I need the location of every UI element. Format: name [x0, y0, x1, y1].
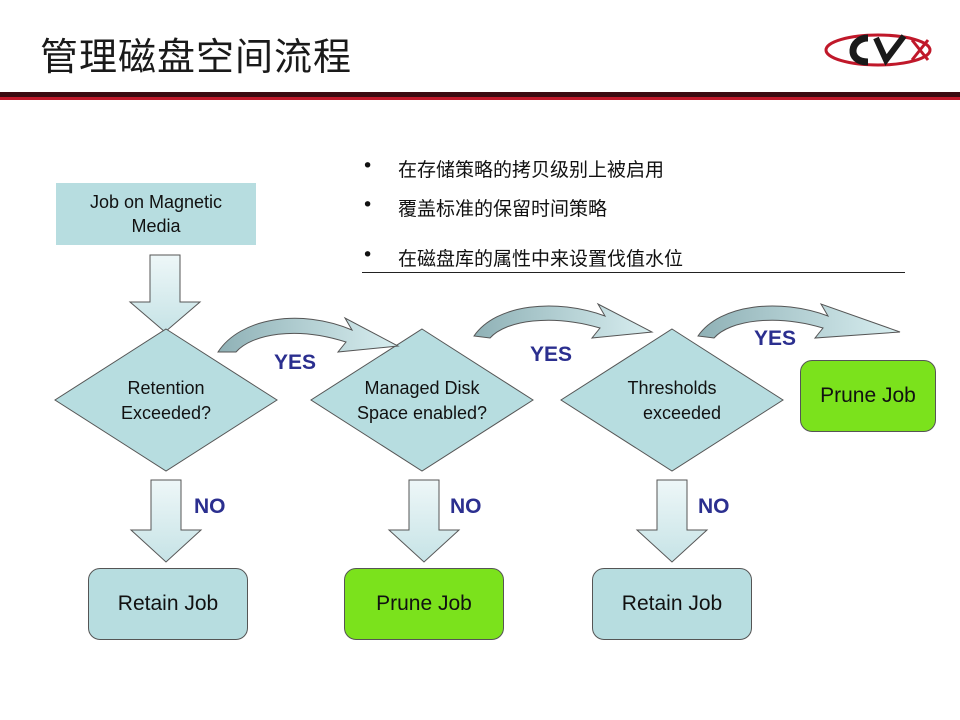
- decision-diamond-managed-disk: [310, 328, 534, 472]
- bullet-text: 覆盖标准的保留时间策略: [398, 198, 608, 220]
- bullet-dot: •: [362, 155, 374, 177]
- final-prune-job: Prune Job: [800, 360, 936, 432]
- bullet-underline: [362, 272, 905, 273]
- yes-label: YES: [530, 343, 573, 366]
- bullet-dot: •: [362, 194, 374, 216]
- curved-yes-arrow: [697, 303, 901, 339]
- start-node-line2: Media: [131, 216, 181, 236]
- no-label: NO: [450, 495, 482, 518]
- yes-label: YES: [274, 351, 317, 374]
- outcome-retain-job: Retain Job: [592, 568, 752, 640]
- decision-label-thresholds: Thresholds exceeded: [597, 376, 747, 426]
- header-accent-bar: [0, 97, 960, 100]
- start-node: Job on Magnetic Media: [56, 183, 256, 245]
- down-arrow: [635, 479, 709, 563]
- slide-title: 管理磁盘空间流程: [40, 35, 353, 79]
- company-logo: [824, 33, 932, 67]
- bullet-dot: •: [362, 244, 374, 266]
- decision-line1: Retention: [127, 378, 205, 398]
- down-arrow: [128, 254, 202, 333]
- decision-line1: Managed Disk: [364, 378, 480, 398]
- curved-yes-arrow: [217, 316, 400, 353]
- decision-label-retention: Retention Exceeded?: [96, 376, 236, 426]
- curved-yes-arrow: [473, 302, 654, 339]
- decision-diamond-thresholds: [560, 328, 784, 472]
- decision-line1: Thresholds: [627, 378, 717, 398]
- start-node-line1: Job on Magnetic: [89, 192, 223, 212]
- outcome-retain-job: Retain Job: [88, 568, 248, 640]
- no-label: NO: [194, 495, 226, 518]
- header-bar: [0, 92, 960, 97]
- no-label: NO: [698, 495, 730, 518]
- decision-label-managed-disk: Managed Disk Space enabled?: [342, 376, 502, 426]
- decision-line2: Exceeded?: [120, 403, 212, 423]
- down-arrow: [387, 479, 461, 563]
- outcome-prune-job: Prune Job: [344, 568, 504, 640]
- down-arrow: [129, 479, 203, 563]
- decision-diamond-retention: [54, 328, 278, 472]
- bullet-text: 在磁盘库的属性中来设置伐值水位: [398, 248, 684, 270]
- bullet-text: 在存储策略的拷贝级别上被启用: [398, 159, 665, 181]
- decision-line2: Space enabled?: [356, 403, 488, 423]
- yes-label: YES: [754, 327, 797, 350]
- decision-line2: exceeded: [642, 403, 722, 423]
